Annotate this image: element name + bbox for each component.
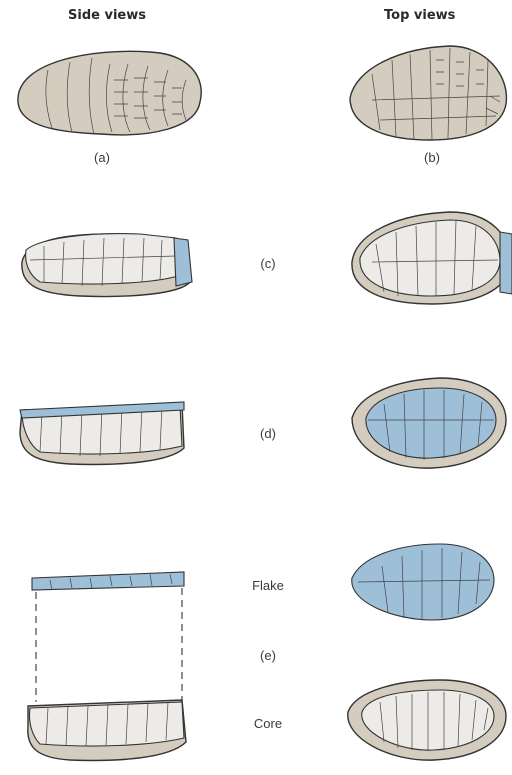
figure-c-top-view [352, 212, 512, 304]
figure-d-top-view [352, 378, 506, 468]
figure-d-side-view [20, 402, 184, 464]
figure-e-flake-top-view [352, 544, 494, 620]
figure-e-side-view [28, 572, 186, 760]
figure-c-side-view [22, 234, 192, 297]
figure-a-side-view [18, 51, 201, 135]
figure-e-core-top-view [348, 680, 506, 760]
figure-b-top-view [350, 46, 506, 140]
